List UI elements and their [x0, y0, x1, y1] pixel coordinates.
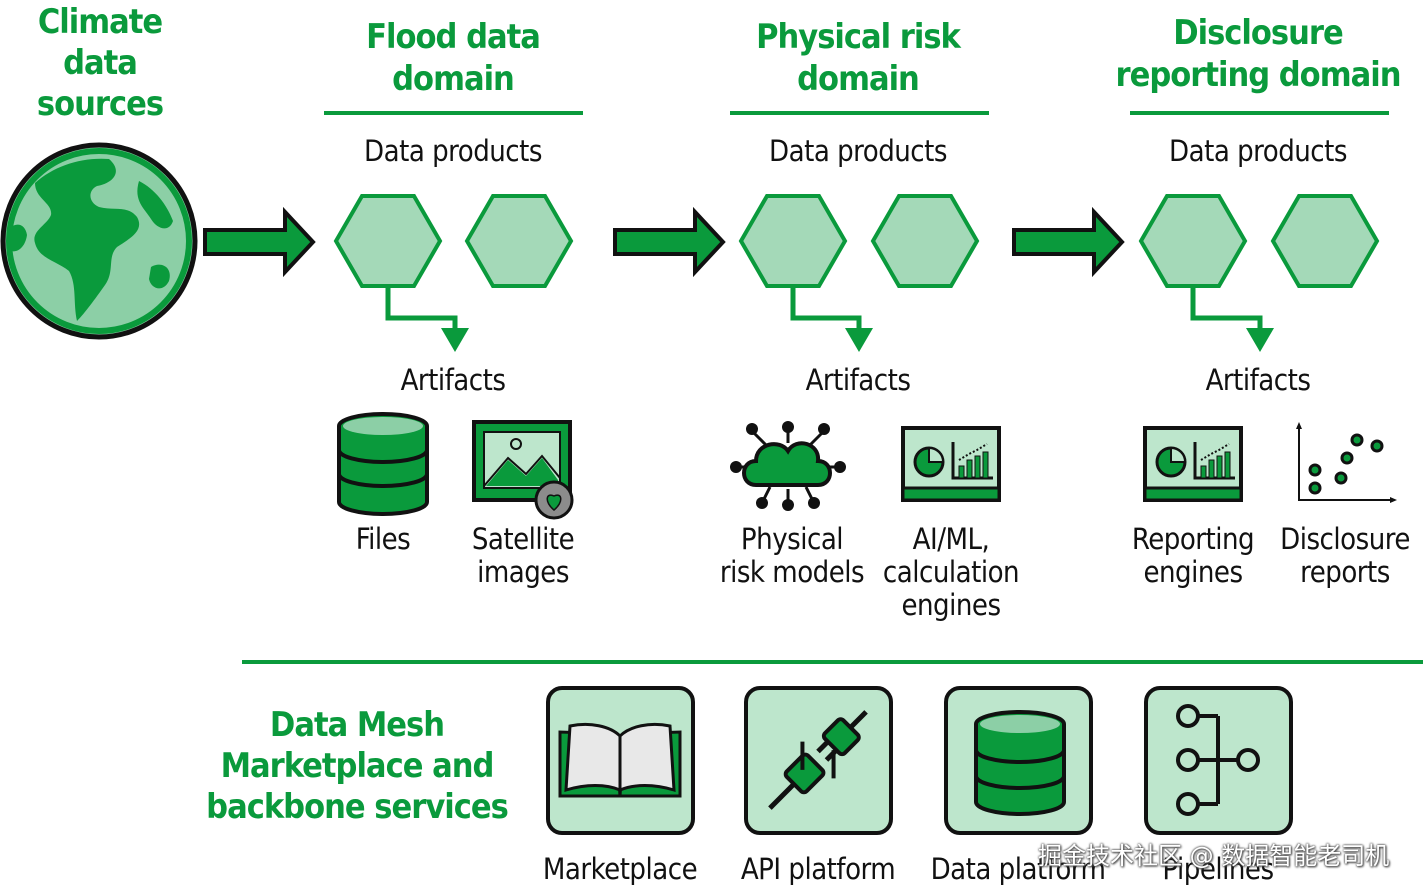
data-product-hexagon: [1139, 194, 1247, 288]
database-icon: [974, 710, 1066, 816]
artifacts-label: Artifacts: [400, 363, 506, 397]
data-product-hexagon: [334, 194, 442, 288]
data-product-hexagon: [871, 194, 979, 288]
service-label: Pipelines: [1162, 852, 1274, 886]
artifacts-label: Artifacts: [1205, 363, 1311, 397]
plug-icon: [768, 710, 868, 810]
backbone-title: Data Mesh Marketplace and backbone servi…: [206, 705, 509, 827]
flow-arrow: [1012, 206, 1125, 278]
pipeline-icon: [1176, 704, 1260, 816]
service-label: API platform: [740, 852, 896, 886]
artifact-label: Physical risk models: [719, 522, 865, 589]
data-product-hexagon: [465, 194, 573, 288]
artifact-arrow: [790, 286, 873, 352]
domain-title: Disclosure reporting domain: [1115, 13, 1402, 95]
artifact-label: Disclosure reports: [1280, 522, 1410, 589]
artifact-label: Reporting engines: [1131, 522, 1255, 589]
scatter-plot-icon: [1296, 422, 1397, 503]
service-tile-api-platform: [744, 686, 893, 835]
artifact-label: Satellite images: [471, 522, 575, 589]
domain-title: Physical risk domain: [756, 17, 961, 99]
data-product-hexagon: [1271, 194, 1379, 288]
database-icon: [337, 412, 429, 516]
artifact-arrow: [1190, 286, 1274, 352]
dashboard-monitor-icon: [901, 426, 1001, 502]
cloud-network-icon: [730, 421, 846, 511]
domain-title: Flood data domain: [366, 17, 541, 99]
data-products-label: Data products: [769, 134, 947, 168]
source-title: Climate data sources: [36, 2, 164, 124]
artifact-label: AI/ML, calculation engines: [882, 522, 1020, 622]
artifact-arrow: [385, 286, 469, 352]
open-book-icon: [558, 722, 682, 798]
globe-icon: [0, 142, 198, 340]
service-tile-pipelines: [1144, 686, 1293, 835]
artifacts-label: Artifacts: [805, 363, 911, 397]
service-tile-data-platform: [944, 686, 1093, 835]
watermark-text: 掘金技术社区 @ 数据智能老司机: [1038, 842, 1390, 870]
dashboard-monitor-icon: [1143, 426, 1243, 502]
data-product-hexagon: [739, 194, 847, 288]
flow-arrow: [203, 206, 316, 278]
service-tile-marketplace: [546, 686, 695, 835]
artifact-label: Files: [355, 522, 411, 556]
service-label: Data platform: [930, 852, 1106, 886]
flow-arrow: [613, 206, 726, 278]
service-label: Marketplace: [542, 852, 698, 886]
satellite-image-icon: [472, 420, 574, 520]
data-products-label: Data products: [1169, 134, 1347, 168]
data-products-label: Data products: [364, 134, 542, 168]
